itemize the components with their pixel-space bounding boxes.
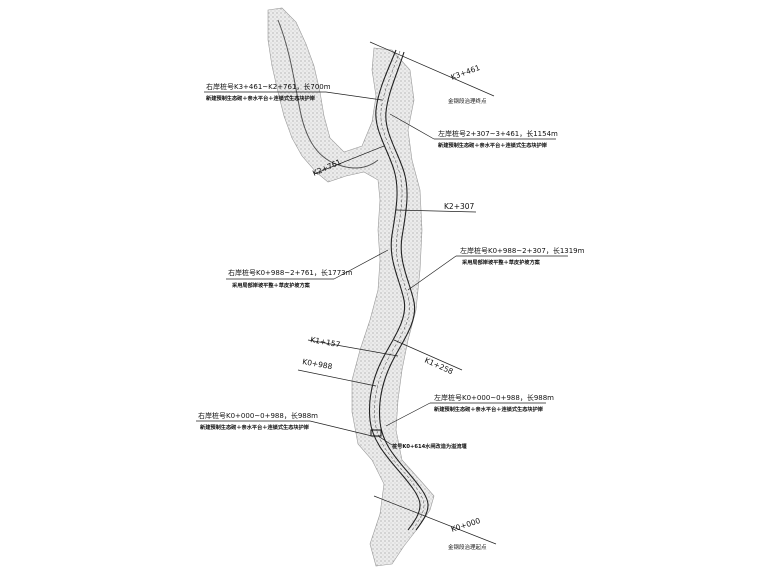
- station-label-k0-988: K0+988: [302, 357, 334, 371]
- annotation-left-k0988-leader: [407, 255, 457, 291]
- annotation-right-k0-detail: 新建預制生态砌＋亲水平台＋连锁式生态块护岸: [200, 423, 310, 431]
- station-line-k1-157: [307, 339, 399, 357]
- annotation-right-k0988-leader: [333, 249, 389, 280]
- annotation-right-k3-detail: 新建預制生态砌＋亲水平台＋连锁式生态块护岸: [206, 94, 316, 102]
- annotation-left-k0988-detail: 采用局部岸坡平整＋草皮护坡方案: [462, 258, 541, 266]
- river-centerline: [374, 50, 425, 531]
- station-line-k2-761: [313, 145, 385, 175]
- station-label-k1-157: K1+157: [310, 335, 342, 349]
- river-bank-left: [368, 49, 421, 531]
- annotation-right-k0988-detail: 采用局部岸坡平整＋草皮护坡方案: [232, 281, 311, 289]
- annotation-weir-title: 桩号K0+614水闸改造为溢流堰: [392, 442, 467, 450]
- weir-marker: [370, 429, 382, 437]
- annotation-left-k0-detail: 新建預制生态砌＋亲水平台＋连锁式生态块护岸: [434, 405, 544, 413]
- annotation-right-k0988-title: 右岸桩号K0+988~2+761，长1773m: [228, 268, 353, 277]
- station-note-k3-461: 金钢段治理终点: [448, 97, 487, 105]
- floodplain-area: [267, 7, 435, 567]
- station-label-k1-258: K1+258: [423, 356, 455, 377]
- annotation-right-k3-leader: [325, 91, 383, 101]
- annotation-weir-leader: [377, 435, 393, 446]
- annotation-left-k2-k3-title: 左岸桩号2+307~3+461，长1154m: [438, 129, 558, 138]
- station-line-k0-988: [297, 369, 377, 387]
- annotation-left-k2-k3-leader: [389, 113, 435, 140]
- station-line-k1-258: [393, 339, 463, 371]
- station-note-k0-000: 金钢段治理起点: [448, 543, 487, 551]
- annotation-left-k0-leader: [385, 402, 431, 427]
- station-line-k0-000: [373, 495, 497, 545]
- station-label-k0-000: K0+000: [450, 516, 482, 534]
- tributary-channel: [277, 19, 379, 169]
- annotation-left-k2-k3-detail: 新建預制生态砌＋亲水平台＋连锁式生态块护岸: [438, 141, 548, 149]
- river-bank-right: [378, 51, 429, 531]
- annotation-right-k0-title: 右岸桩号K0+000~0+988，长988m: [198, 411, 318, 420]
- annotation-left-k0988-title: 左岸桩号K0+988~2+307，长1319m: [460, 246, 585, 255]
- station-line-k3-461: [369, 41, 495, 97]
- annotation-right-k0-leader: [309, 420, 373, 437]
- annotation-left-k0-title: 左岸桩号K0+000~0+988，长988m: [434, 393, 554, 402]
- station-label-k2-307: K2+307: [444, 202, 475, 211]
- station-label-k3-461: K3+461: [450, 63, 482, 82]
- annotation-right-k3-title: 右岸桩号K3+461~K2+761，长700m: [206, 82, 331, 91]
- station-line-k2-307: [395, 209, 477, 213]
